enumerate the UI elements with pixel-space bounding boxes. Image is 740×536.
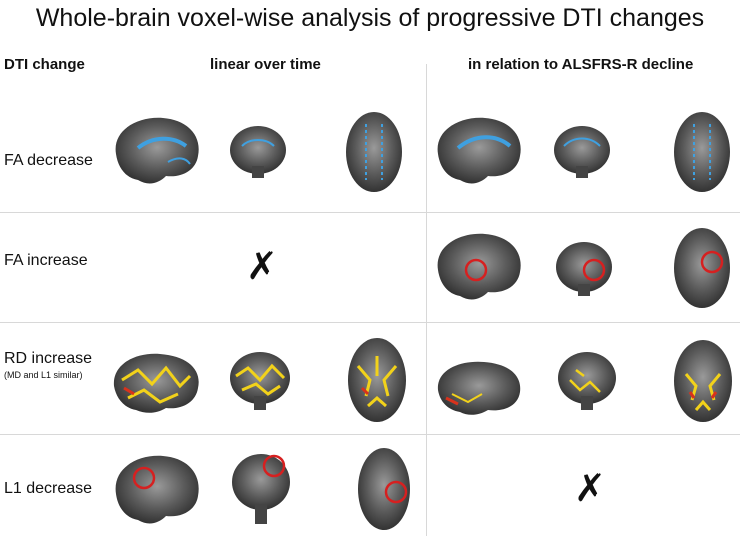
brain-coronal [554,240,614,298]
highlight-circle [262,454,286,478]
row-label-l1-decrease: L1 decrease [4,480,93,497]
header-alsfrs-decline: in relation to ALSFRS-R decline [468,56,694,73]
brain-coronal [228,124,288,180]
brain-axial [672,226,732,310]
highlight-circle [464,258,488,282]
brain-axial [346,336,408,424]
brain-sagittal [108,112,203,188]
row-label-fa-decrease: FA decrease [4,152,93,169]
brain-axial [344,110,404,194]
highlight-circle [132,466,156,490]
column-divider [426,64,427,536]
brain-sagittal [430,228,525,304]
brain-axial [672,110,732,194]
brain-axial [356,446,412,532]
highlight-circle [582,258,606,282]
highlight-circle [700,250,724,274]
figure-title: Whole-brain voxel-wise analysis of progr… [35,4,705,32]
brain-axial [672,338,734,424]
brain-coronal [228,350,292,412]
brain-sagittal [432,358,524,418]
brain-coronal [552,124,612,180]
brain-coronal [556,350,618,412]
brain-sagittal [108,350,203,416]
header-dti-change: DTI change [4,56,85,73]
row-label-fa-increase: FA increase [4,252,88,269]
brain-coronal [230,452,292,526]
row-sublabel: (MD and L1 similar) [4,370,83,380]
header-linear-over-time: linear over time [210,56,321,73]
row-divider [0,322,740,323]
highlight-circle [384,480,408,504]
row-divider [0,212,740,213]
no-result-marker: ✗ [574,466,606,510]
brain-sagittal [108,450,203,530]
row-divider [0,434,740,435]
row-label-rd-increase: RD increase(MD and L1 similar) [4,350,93,380]
brain-sagittal [430,112,525,188]
no-result-marker: ✗ [246,244,278,288]
